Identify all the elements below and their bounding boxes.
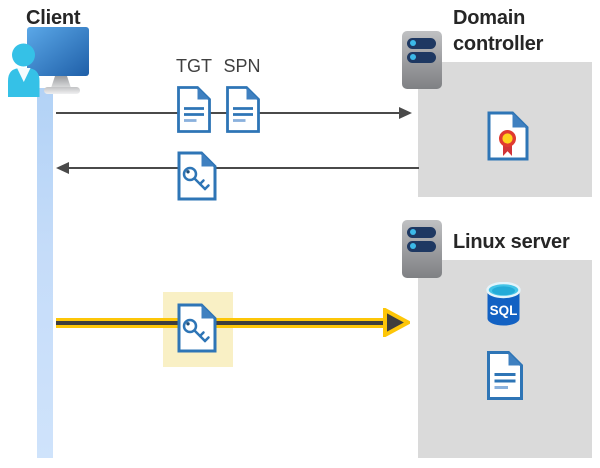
document-fold	[508, 352, 522, 366]
server-drive-slot	[407, 38, 436, 49]
monitor-stand	[51, 76, 71, 88]
tgt-document-icon	[177, 86, 211, 133]
response-arrowhead-icon	[56, 162, 69, 174]
client-workstation-user-icon	[8, 27, 89, 97]
linux-server-label: Linux server	[453, 231, 570, 253]
database-cylinder	[487, 290, 520, 326]
client-label: Client	[26, 7, 81, 29]
document-fold	[201, 305, 215, 319]
linux-server-icon	[402, 220, 442, 278]
document-fold	[197, 87, 210, 100]
domain-controller-label-line2: controller	[453, 33, 544, 55]
certificate-seal	[498, 130, 517, 148]
monitor-screen	[27, 27, 89, 76]
yellow-arrow-line	[56, 317, 385, 328]
yellow-arrowhead-icon	[383, 308, 410, 337]
document-fold	[201, 153, 215, 167]
server-drive-slot	[407, 52, 436, 63]
keytab-document-icon	[487, 351, 523, 400]
domain-controller-label-line1: Domain	[453, 7, 526, 29]
response-arrow-line	[68, 167, 419, 169]
person-body	[8, 68, 40, 97]
server-drive-slot	[407, 227, 436, 238]
spn-document-icon	[226, 86, 260, 133]
document-fold	[512, 113, 527, 128]
document-fold	[246, 87, 259, 100]
domain-controller-label: Domain controller	[453, 5, 543, 57]
server-drive-slot	[407, 241, 436, 252]
sql-database-icon: SQL	[486, 282, 521, 326]
certificate-document-icon	[487, 111, 529, 161]
person-collar	[17, 68, 31, 82]
request-arrowhead-icon	[399, 106, 412, 119]
key-document-icon	[177, 151, 217, 201]
client-timeline	[37, 88, 53, 458]
sql-badge-text: SQL	[490, 303, 518, 318]
database-top-inner	[492, 286, 515, 296]
tgt-label: TGT	[176, 56, 212, 76]
spn-label: SPN	[223, 56, 261, 76]
key-glyph	[182, 318, 210, 343]
key-glyph	[182, 166, 210, 191]
monitor-base	[44, 87, 80, 94]
domain-controller-server-icon	[402, 31, 442, 89]
key-document-highlighted-icon	[177, 303, 217, 353]
person-head	[12, 43, 35, 67]
